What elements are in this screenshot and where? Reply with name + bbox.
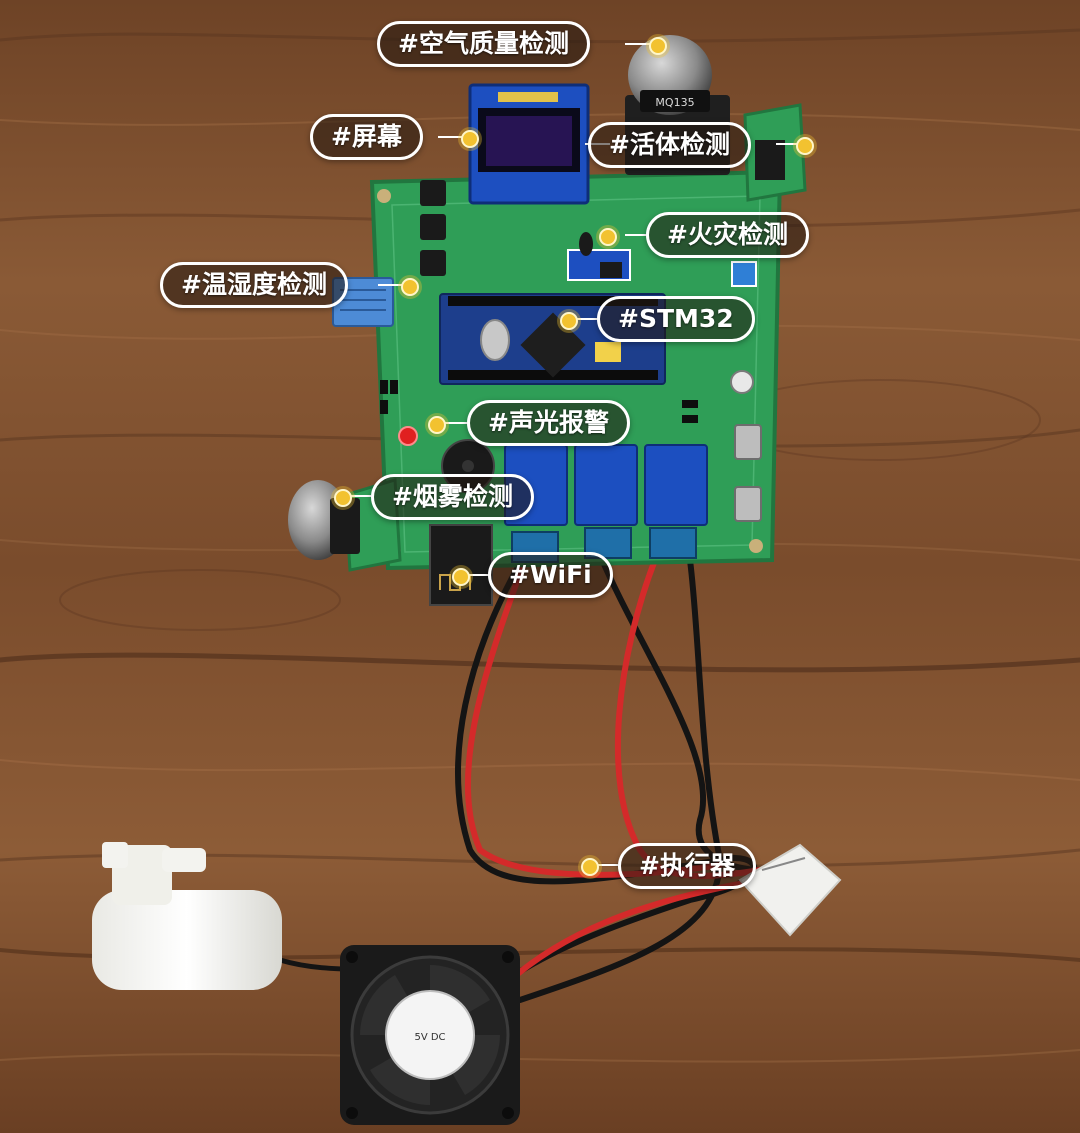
pir-label: #活体检测 <box>588 122 751 168</box>
cooling-fan: 5V DC <box>340 945 520 1125</box>
air-quality-marker <box>649 37 667 55</box>
mq2-sensor <box>288 478 402 572</box>
water-pump <box>92 842 282 990</box>
wifi-label: #WiFi <box>488 552 613 598</box>
stm32-marker <box>560 312 578 330</box>
mq135-text: MQ135 <box>655 96 694 109</box>
fire-marker <box>599 228 617 246</box>
pir-marker <box>796 137 814 155</box>
air-quality-label: #空气质量检测 <box>377 21 590 67</box>
smoke-marker <box>334 489 352 507</box>
alarm-marker <box>428 416 446 434</box>
peltier-module <box>738 843 842 937</box>
actuator-label: #执行器 <box>618 843 756 889</box>
temp-humidity-marker <box>401 278 419 296</box>
temp-humidity-label: #温湿度检测 <box>160 262 348 308</box>
fan-label-text: 5V DC <box>414 1032 445 1043</box>
pir-sensor <box>743 103 807 202</box>
screen-marker <box>461 130 479 148</box>
oled-screen <box>468 83 590 205</box>
stm32-label: #STM32 <box>597 296 755 342</box>
alarm-label: #声光报警 <box>467 400 630 446</box>
main-pcb <box>332 169 783 606</box>
screen-label: #屏幕 <box>310 114 423 160</box>
fire-label: #火灾检测 <box>646 212 809 258</box>
wifi-marker <box>452 568 470 586</box>
actuator-marker <box>581 858 599 876</box>
smoke-label: #烟雾检测 <box>371 474 534 520</box>
